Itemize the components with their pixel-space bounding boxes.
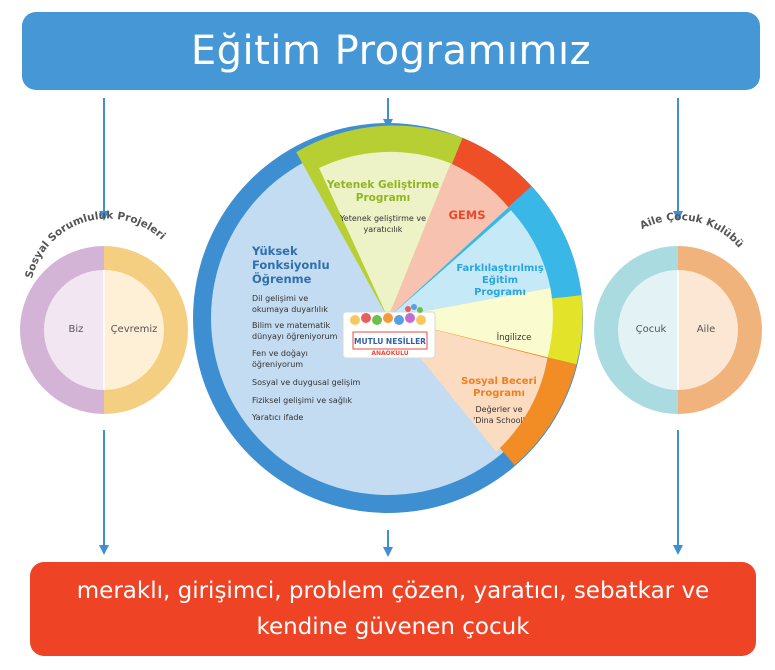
gems-title: GEMS [448,208,485,222]
yuksek-item-6: Yaratıcı ifade [251,413,303,422]
yuksek-title-line-2: Fonksiyonlu [252,258,330,272]
biz-fill-half [44,270,104,390]
yuksek-item-3-line-1: Fen ve doğayı [252,349,308,358]
sosyal-title-line-1: Sosyal Beceri [461,376,537,387]
yetenek-section: Yetenek Geliştirme Programı Yetenek geli… [326,179,439,234]
yetenek-desc-line-1: Yetenek geliştirme ve [339,214,426,223]
outcome-text: meraklı, girişimci, problem çözen, yarat… [76,578,710,640]
yuksek-item-4: Sosyal ve duygusal gelişim [252,378,360,387]
sosyal-title-line-2: Programı [473,388,525,399]
outcome-banner: meraklı, girişimci, problem çözen, yarat… [30,562,756,656]
yetenek-desc-line-2: yaratıcılık [364,225,403,234]
yuksek-title-line-1: Yüksek [251,244,298,258]
yuksek-title-line-3: Öğrenme [252,271,312,286]
family-child-club-circle: Çocuk Aile Aile Çocuk Kulübü [594,211,762,414]
yuksek-item-1-line-1: Dil gelişimi ve [252,294,308,303]
yetenek-title-line-1: Yetenek Geliştirme [326,179,439,191]
aile-label: Aile [697,324,716,335]
logo-line-1: MUTLU NESİLLER [354,337,426,346]
yuksek-item-2-line-2: dünyayı öğreniyorum [252,332,338,341]
yetenek-fill-segment [319,151,451,318]
gems-fill-segment [388,163,511,318]
ingilizce-title: İngilizce [497,332,532,343]
sosyal-desc-line-1: Değerler ve [475,405,522,414]
cocuk-label: Çocuk [636,324,667,335]
svg-text:Aile Çocuk Kulübü: Aile Çocuk Kulübü [638,211,746,250]
school-logo: MUTLU NESİLLER ANAOKULU [342,304,436,359]
aile-fill-half [678,270,738,390]
farkli-title-line-2: Eğitim [482,274,518,286]
yuksek-fonksiyonlu-section: Yüksek Fonksiyonlu Öğrenme Dil gelişimi … [251,244,360,422]
main-program-wheel: Yüksek Fonksiyonlu Öğrenme Dil gelişimi … [193,123,583,513]
yetenek-title-line-2: Programı [356,192,410,204]
social-responsibility-circle: Biz Çevremiz Sosyal Sorumluluk Projeleri [20,209,188,414]
program-title: Eğitim Programımız [190,28,592,74]
yuksek-item-2-line-1: Bilim ve matematik [252,321,331,330]
family-club-arc-label: Aile Çocuk Kulübü [638,211,746,250]
ingilizce-fill-segment [388,287,553,359]
yuksek-item-5: Fiziksel gelişimi ve sağlık [252,396,352,405]
yuksek-item-3-line-2: öğreniyorum [252,360,303,369]
farkli-title-line-3: Programı [474,287,526,298]
logo-line-2: ANAOKULU [371,350,408,357]
biz-label: Biz [69,324,84,335]
farkli-title-line-1: Farklılaştırılmış [456,263,543,274]
cevremiz-label: Çevremiz [111,324,158,335]
sosyal-beceri-section: Sosyal Beceri Programı Değerler ve 'Dina… [461,376,537,425]
flow-arrows [99,98,683,557]
farkli-fill-segment [388,210,551,318]
cocuk-fill-half [618,270,678,390]
yuksek-item-1-line-2: okumaya duyarlılık [252,305,328,314]
sosyal-desc-line-2: 'Dina School' [473,416,525,425]
cevremiz-fill-half [104,270,164,390]
farkli-section: Farklılaştırılmış Eğitim Programı [456,263,543,298]
program-title-banner: Eğitim Programımız [22,12,760,90]
